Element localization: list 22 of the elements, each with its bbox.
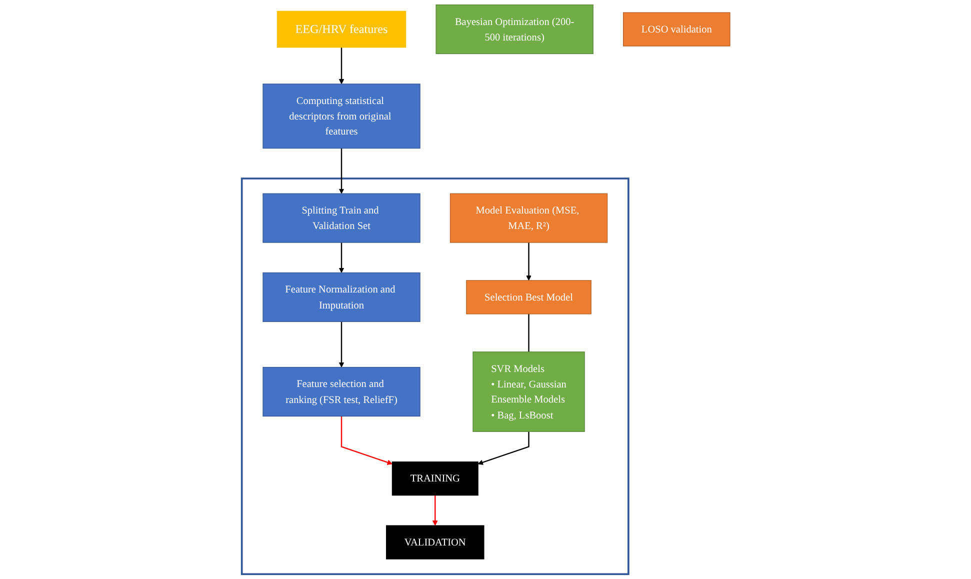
arrow bbox=[477, 432, 529, 465]
node-box: Computing statistical descriptors from original features bbox=[262, 84, 420, 149]
node-box: TRAINING bbox=[391, 462, 478, 496]
arrow bbox=[340, 416, 392, 465]
node-box: Feature Normalization and Imputation bbox=[262, 272, 420, 322]
node-box: Bayesian Optimization (200-500 iterations) bbox=[435, 4, 593, 54]
node-box: SVR Models • Linear, Gaussian Ensemble Models • Bag, LsBoost bbox=[472, 352, 584, 432]
arrow bbox=[338, 242, 344, 273]
cluster bbox=[240, 178, 629, 576]
node-box: LOSO validation bbox=[622, 12, 730, 46]
arrow bbox=[432, 495, 438, 526]
arrow bbox=[526, 242, 531, 281]
node-box: VALIDATION bbox=[386, 525, 484, 560]
node-box: Model Evaluation (MSE, MAE, R²) bbox=[450, 193, 608, 243]
arrow bbox=[338, 148, 344, 194]
node-box: Selection Best Model bbox=[466, 280, 591, 314]
node-box: Feature selection and ranking (FSR test, ReliefF) bbox=[262, 366, 420, 416]
connector bbox=[528, 314, 529, 352]
arrow bbox=[338, 47, 344, 84]
arrow bbox=[338, 322, 344, 368]
node-box: Splitting Train and Validation Set bbox=[262, 193, 420, 243]
node-box: EEG/HRV features bbox=[276, 10, 406, 48]
